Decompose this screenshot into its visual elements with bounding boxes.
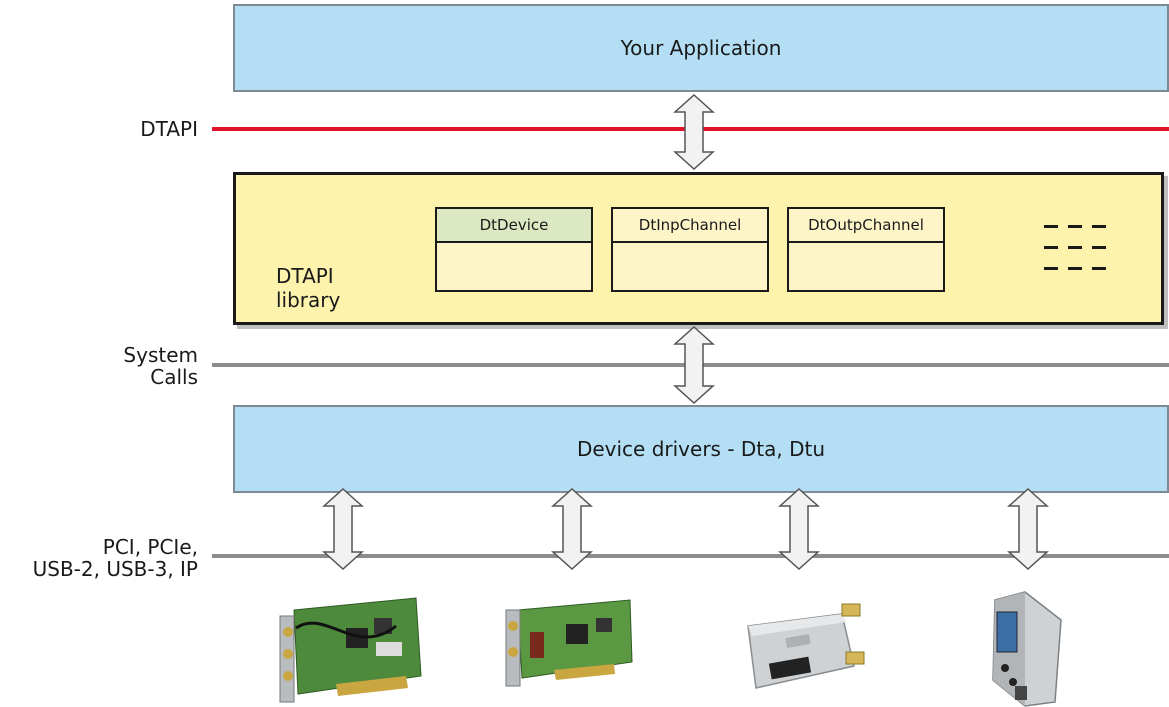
library-label: DTAPI library [276, 264, 340, 312]
library-label-line-1: DTAPI [276, 264, 334, 288]
arrow-device-3 [778, 488, 820, 570]
usb-standalone-icon [992, 591, 1062, 707]
bus-label: PCI, PCIe, USB-2, USB-3, IP [0, 536, 198, 580]
arrow-app-library [673, 94, 715, 170]
arrow-device-4 [1007, 488, 1049, 570]
arrow-device-2 [551, 488, 593, 570]
pcie-card-icon [505, 599, 633, 687]
drivers-layer: Device drivers - Dta, Dtu [233, 405, 1169, 493]
class-dtinpchannel-name: DtInpChannel [613, 209, 767, 243]
class-dtoutpchannel: DtOutpChannel [787, 207, 945, 292]
class-dtdevice: DtDevice [435, 207, 593, 292]
bus-label-line-2: USB-2, USB-3, IP [32, 557, 198, 581]
pci-card-icon [279, 597, 422, 703]
system-calls-label: System Calls [60, 344, 198, 388]
application-layer: Your Application [233, 4, 1169, 92]
class-dtinpchannel: DtInpChannel [611, 207, 769, 292]
dtapi-label: DTAPI [140, 117, 198, 141]
usb-adapter-icon [747, 603, 865, 689]
bus-line [212, 554, 1169, 558]
more-classes-icon [1044, 225, 1114, 273]
drivers-label: Device drivers - Dta, Dtu [576, 437, 826, 461]
system-calls-line-1: System [123, 343, 198, 367]
class-dtdevice-name: DtDevice [437, 209, 591, 243]
bus-label-line-1: PCI, PCIe, [102, 535, 198, 559]
library-label-line-2: library [276, 288, 341, 312]
arrow-device-1 [322, 488, 364, 570]
application-label: Your Application [620, 36, 782, 60]
class-dtoutpchannel-name: DtOutpChannel [789, 209, 943, 243]
system-calls-line-2: Calls [150, 365, 198, 389]
arrow-library-drivers [673, 326, 715, 404]
